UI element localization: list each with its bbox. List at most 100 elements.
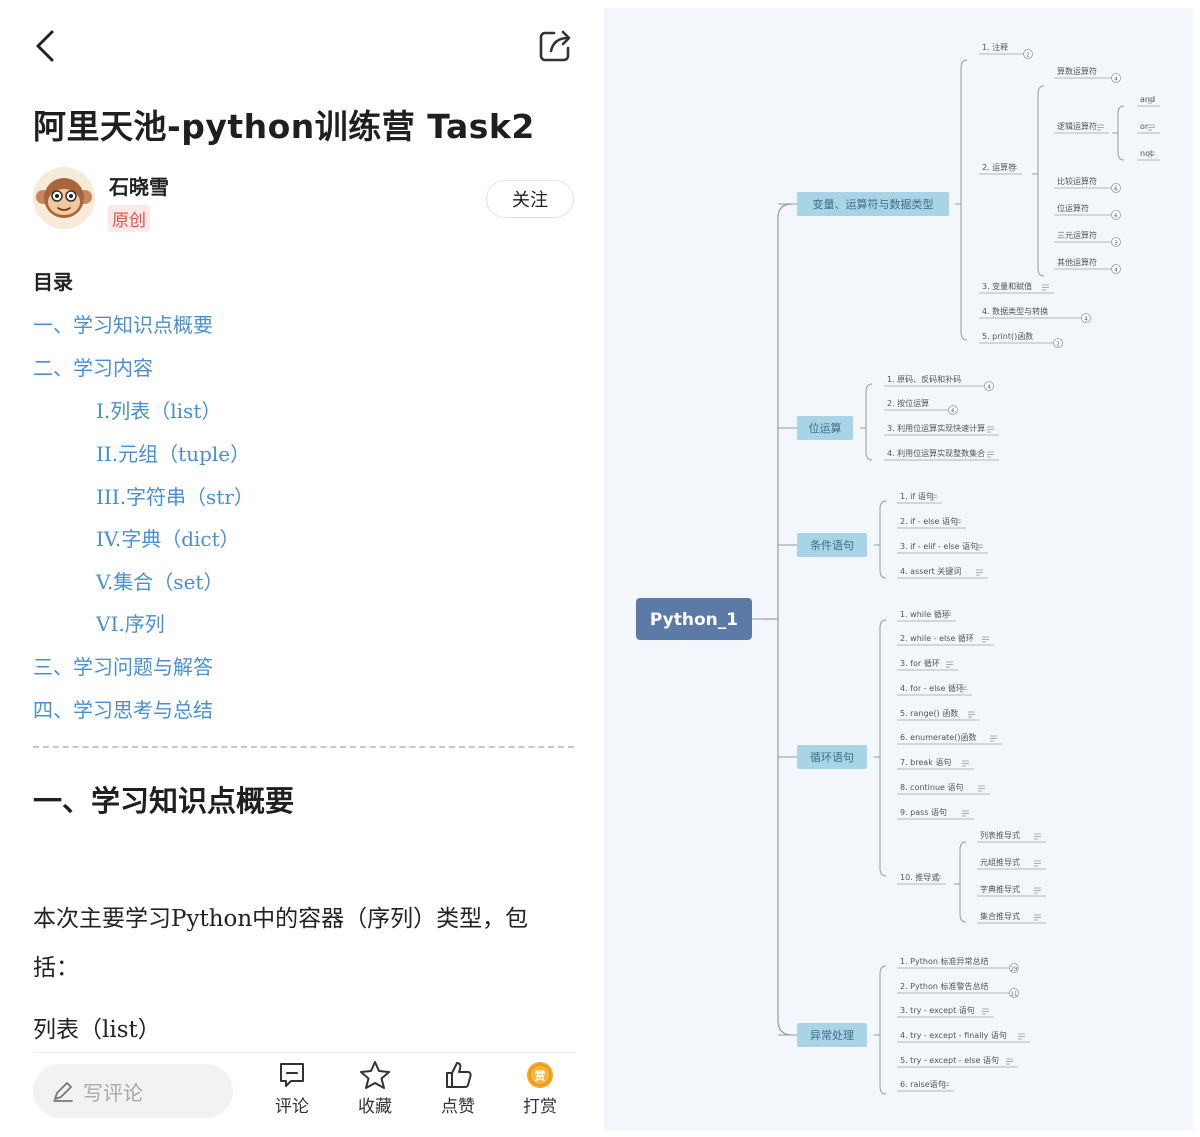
mindmap-leaf: 3. try - except 语句 [900, 1005, 975, 1015]
mindmap-category-label: 变量、运算符与数据类型 [813, 197, 934, 211]
mindmap-leaf: 10. 推导式 [900, 872, 939, 882]
mindmap-leaf: 4. 数据类型与转换 [982, 306, 1048, 316]
mindmap-leaf: 其他运算符 [1057, 257, 1097, 267]
count-badge[interactable] [1009, 963, 1019, 973]
author-name[interactable]: 石晓雪 [109, 175, 169, 199]
mindmap-leaf: 5. try - except - else 语句 [900, 1055, 999, 1065]
body-paragraph: 本次主要学习Python中的容器（序列）类型，包括： [33, 906, 529, 981]
mindmap-leaf: 4. 利用位运算实现整数集合 [887, 448, 985, 458]
mindmap-leaf: 2. if - else 语句 [900, 516, 958, 526]
mindmap-category[interactable] [797, 533, 867, 557]
comment-input[interactable]: 写评论 [33, 1064, 233, 1118]
mindmap-leaf: 7. break 语句 [900, 757, 951, 767]
reward-button[interactable]: 赏 打赏 [507, 1060, 573, 1124]
count-badge[interactable] [1023, 49, 1033, 59]
count-badge[interactable] [1111, 183, 1121, 193]
mindmap-leaf: 算数运算符 [1057, 66, 1097, 76]
toc-item-tuple[interactable]: II.元组（tuple） [96, 442, 251, 466]
trunk-connector [777, 203, 793, 1036]
back-arrow-icon[interactable] [30, 28, 62, 64]
mindmap-leaf: 3. 变量和赋值 [982, 281, 1032, 291]
count-badge[interactable] [984, 381, 994, 391]
mindmap-leaf: 6. raise语句 [900, 1079, 946, 1089]
count-badge-number: 3 [1114, 241, 1118, 247]
count-badge[interactable] [1111, 73, 1121, 83]
reward-coin-icon: 赏 [527, 1062, 553, 1088]
count-badge[interactable] [1009, 988, 1019, 998]
count-badge[interactable] [1111, 237, 1121, 247]
mindmap-leaf: or [1140, 122, 1149, 131]
mindmap-category-label: 异常处理 [810, 1029, 854, 1042]
comment-bubble-icon [280, 1063, 304, 1087]
toc-item-str[interactable]: III.字符串（str） [96, 485, 254, 509]
toc-item-sequence[interactable]: VI.序列 [96, 612, 165, 636]
count-badge-number: 6 [951, 409, 955, 415]
mindmap-leaf: 列表推导式 [980, 830, 1020, 840]
body-line-list: 列表（list） [33, 1017, 161, 1043]
mindmap-category[interactable] [797, 745, 867, 769]
mindmap-root-label: Python_1 [650, 610, 738, 630]
mindmap-leaf: 2. while - else 循环 [900, 633, 974, 643]
share-icon[interactable] [536, 27, 574, 65]
mindmap-category[interactable] [797, 416, 853, 440]
comment-label: 评论 [275, 1097, 309, 1117]
section-divider [33, 746, 574, 748]
branch-connector [959, 841, 967, 923]
toc-item-set[interactable]: V.集合（set） [96, 570, 224, 594]
mindmap-category[interactable] [797, 192, 949, 216]
mindmap-leaf: 2. 按位运算 [887, 398, 929, 408]
branch-connector [879, 619, 887, 877]
count-badge-number: 4 [987, 385, 991, 391]
toc-item-2[interactable]: 二、学习内容 [33, 356, 153, 380]
toc-item-4[interactable]: 四、学习思考与总结 [33, 698, 213, 722]
mindmap-root[interactable] [636, 598, 752, 640]
star-icon [360, 1061, 390, 1089]
mindmap-category[interactable] [797, 1023, 867, 1047]
avatar[interactable] [33, 167, 95, 229]
mindmap-leaf: 8. continue 语句 [900, 782, 964, 792]
thumbs-up-icon [446, 1062, 472, 1088]
count-badge[interactable] [1081, 313, 1091, 323]
pen-icon [53, 1082, 73, 1102]
original-badge: 原创 [108, 205, 150, 232]
like-button[interactable]: 点赞 [425, 1060, 491, 1124]
count-badge-number: 2 [1026, 53, 1030, 59]
reward-label: 打赏 [523, 1097, 557, 1117]
like-label: 点赞 [441, 1097, 475, 1117]
mindmap-leaf: 5. range() 函数 [900, 708, 958, 718]
count-badge-number: 4 [1114, 77, 1118, 83]
count-badge-number: 11 [1011, 992, 1018, 998]
mindmap-leaf: 4. assert 关键词 [900, 566, 961, 576]
comment-button[interactable]: 评论 [259, 1060, 325, 1124]
favorite-button[interactable]: 收藏 [342, 1060, 408, 1124]
reward-glyph: 赏 [535, 1069, 546, 1083]
toc-item-1[interactable]: 一、学习知识点概要 [33, 313, 213, 337]
branch-connector [960, 59, 968, 341]
mindmap-leaf: 1. if 语句 [900, 491, 934, 501]
count-badge-number: 4 [1114, 268, 1118, 274]
mindmap-leaf: 1. while 循环 [900, 609, 950, 619]
section-title: 一、学习知识点概要 [33, 784, 295, 818]
mindmap-leaf: 逻辑运算符 [1057, 121, 1097, 131]
branch-connector [879, 500, 887, 579]
count-badge[interactable] [1111, 210, 1121, 220]
follow-button[interactable]: 关注 [486, 180, 574, 218]
mindmap-leaf: 3. if - elif - else 语句 [900, 541, 978, 551]
mindmap-leaf: 2. 运算符 [982, 162, 1016, 172]
mindmap-leaf: and [1140, 95, 1155, 104]
mindmap-leaf: 元组推导式 [980, 857, 1020, 867]
branch-connector [1037, 85, 1045, 277]
toc-item-3[interactable]: 三、学习问题与解答 [33, 655, 213, 679]
toc-heading: 目录 [33, 270, 73, 294]
toc-item-dict[interactable]: IV.字典（dict） [96, 527, 240, 551]
count-badge[interactable] [948, 405, 958, 415]
count-badge[interactable] [1111, 264, 1121, 274]
mindmap-leaf: 3. for 循环 [900, 658, 940, 668]
favorite-label: 收藏 [358, 1097, 392, 1117]
mindmap-category-label: 条件语句 [810, 538, 854, 552]
mindmap-leaf: 2. Python 标准警告总结 [900, 981, 988, 991]
count-badge-number: 6 [1114, 214, 1118, 220]
count-badge[interactable] [1053, 338, 1063, 348]
bottom-bar-divider [33, 1052, 574, 1053]
toc-item-list[interactable]: I.列表（list） [96, 399, 222, 423]
